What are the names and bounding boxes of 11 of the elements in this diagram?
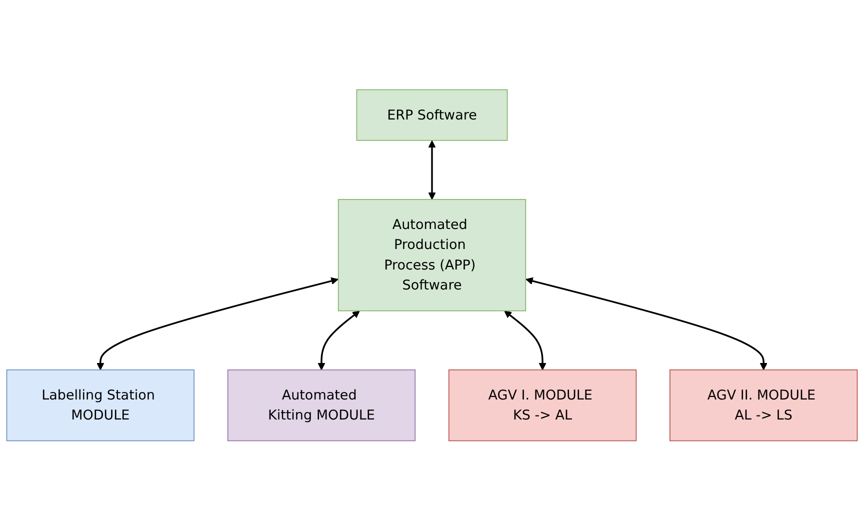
arrow [526,277,768,370]
node-box: Automated Kitting MODULE [227,369,416,441]
node-box: AGV I. MODULE KS -> AL [448,369,637,441]
arrow [318,310,360,370]
node-box: Automated Production Process (APP) Software [338,198,526,311]
arrow [428,140,436,200]
arrow [504,310,546,370]
node-box: Labelling Station MODULE [6,369,194,441]
node-box: AGV II. MODULE AL -> LS [670,369,858,441]
arrow [96,277,338,370]
node-box: ERP Software [356,89,508,141]
